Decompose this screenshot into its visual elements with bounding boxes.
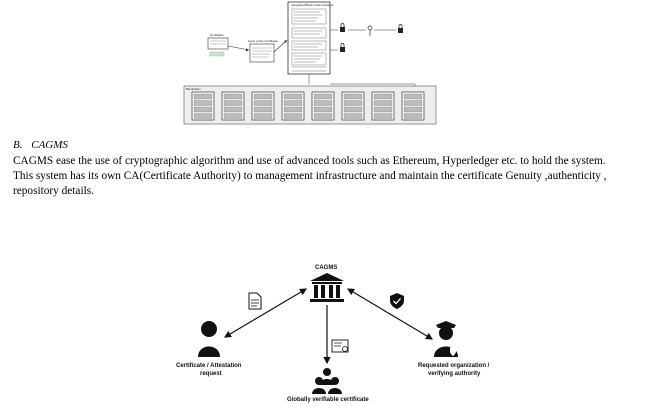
key-icon xyxy=(367,25,373,36)
lock-icon-2 xyxy=(398,24,403,33)
section-number: B. xyxy=(13,139,23,151)
block-5 xyxy=(311,91,335,121)
block-6 xyxy=(341,91,365,121)
section-heading: B. CAGMS xyxy=(13,139,68,151)
arrow-left xyxy=(223,288,308,338)
cagms-label: CAGMS xyxy=(315,265,337,271)
arrow-right xyxy=(346,288,434,340)
paragraph-line-2: This system has its own CA(Certificate A… xyxy=(13,170,607,182)
certificate-box xyxy=(207,37,229,50)
shield-check-icon xyxy=(390,293,404,309)
issue-box xyxy=(249,43,275,63)
right-label-line-2: verifying authority xyxy=(428,371,481,377)
network-panel-title: Integrated Block Chain Network xyxy=(291,3,334,7)
block-7 xyxy=(371,91,395,121)
architecture-diagram: Integrated Block Chain Network Certifica… xyxy=(183,1,437,125)
user-icon xyxy=(198,321,220,357)
cagms-flow-diagram: CAGMS Certificate / Attestation request xyxy=(176,265,490,403)
left-label-line-2: request xyxy=(200,371,222,377)
block-1 xyxy=(191,91,215,121)
lock-icon xyxy=(340,23,345,32)
block-3 xyxy=(251,91,275,121)
officer-icon xyxy=(434,321,458,357)
issue-box-label: Issue of the Certificate xyxy=(248,39,278,43)
block-8 xyxy=(401,91,425,121)
right-label-line-1: Requested organization / xyxy=(418,363,490,369)
lock-icon-3 xyxy=(340,43,345,52)
document-icon xyxy=(248,292,262,310)
paragraph-line-1: CAGMS ease the use of cryptographic algo… xyxy=(13,155,606,167)
section-title: CAGMS xyxy=(31,139,68,151)
section-paragraph: CAGMS ease the use of cryptographic algo… xyxy=(13,154,653,199)
group-icon xyxy=(312,368,342,394)
left-label-line-1: Certificate / Attestation xyxy=(176,363,242,369)
bank-icon xyxy=(310,273,344,302)
paragraph-line-3: repository details. xyxy=(13,185,94,197)
bottom-label: Globally verifiable certificate xyxy=(287,397,369,403)
certificate-box-label: Certificate xyxy=(210,33,224,37)
block-4 xyxy=(281,91,305,121)
block-2 xyxy=(221,91,245,121)
certificate-icon xyxy=(331,339,349,353)
blockchain-label: Blockchain xyxy=(186,87,201,91)
